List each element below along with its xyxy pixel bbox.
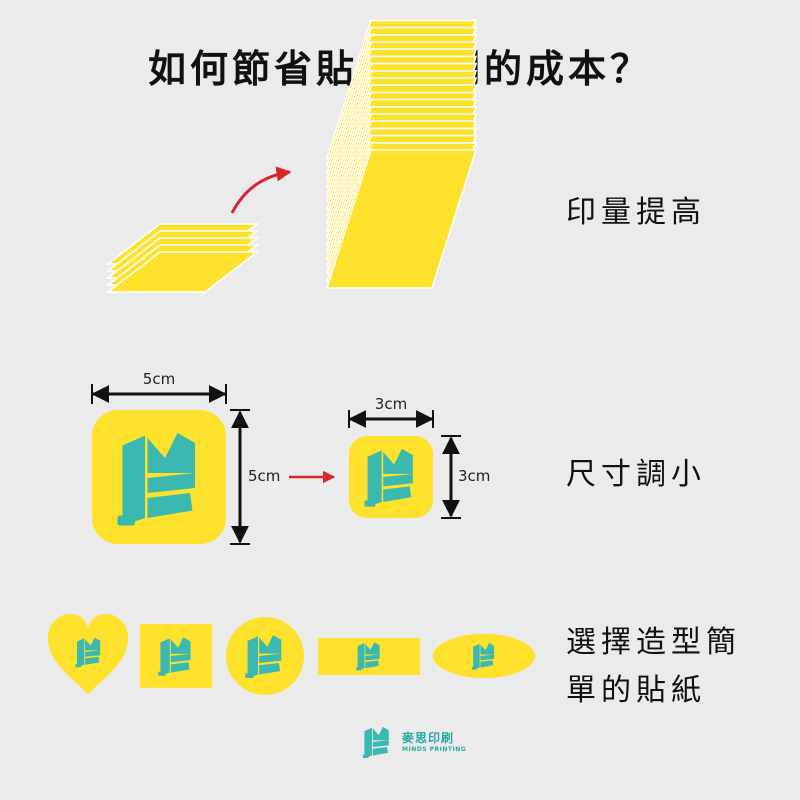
heart-sticker [48, 614, 128, 694]
small-height-label: 3cm [458, 467, 490, 485]
minds-logo-icon [362, 726, 389, 758]
tip-quantity: 印量提高 [566, 195, 706, 230]
large-width-label: 5cm [143, 370, 175, 388]
large-height-label: 5cm [248, 467, 280, 485]
square-sticker [140, 624, 212, 688]
large-paper-stack [325, 19, 478, 289]
circle-sticker [226, 617, 304, 695]
rectangle-sticker [318, 638, 420, 675]
brand-subtitle: MINDS PRINTING [402, 746, 467, 753]
large-sticker [92, 410, 226, 544]
tip-shape-line1: 選擇造型簡 [566, 625, 741, 660]
small-sticker [349, 436, 433, 518]
small-paper-stack [105, 223, 260, 293]
small-width-label: 3cm [375, 395, 407, 413]
paper-sheet [105, 251, 260, 293]
tip-size: 尺寸調小 [566, 457, 706, 492]
tip-shape-line2: 單的貼紙 [566, 673, 706, 708]
ellipse-sticker [433, 634, 535, 678]
curved-arrow-icon [230, 166, 292, 214]
brand-name: 麥思印刷 [402, 731, 455, 745]
paper-sheet [325, 149, 478, 289]
